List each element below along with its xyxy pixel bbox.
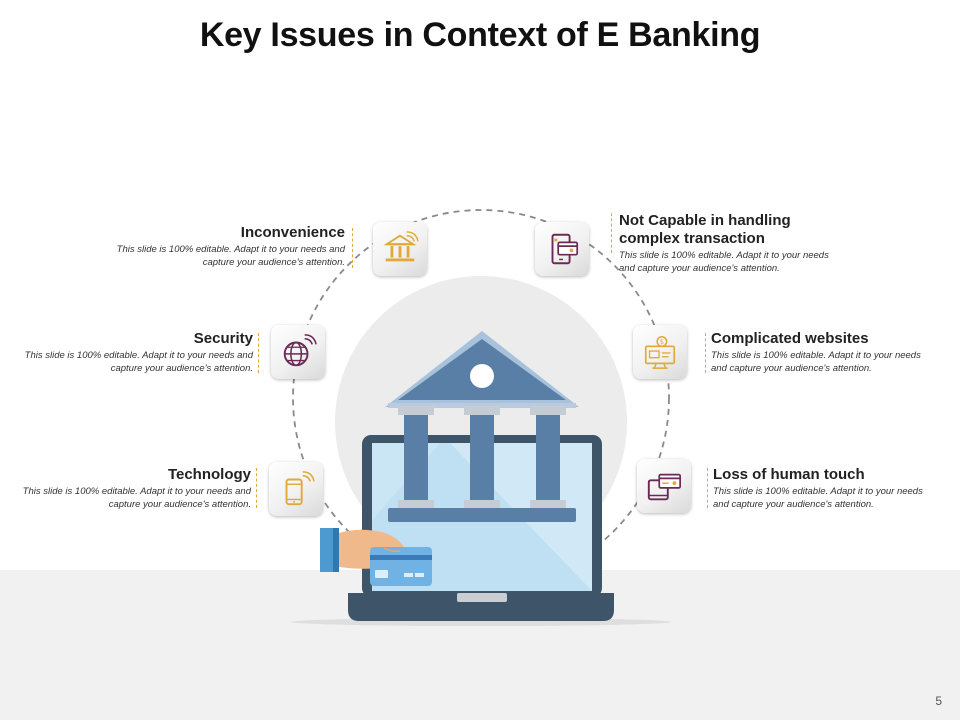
- item-description: This slide is 100% editable. Adapt it to…: [711, 350, 921, 374]
- item-description: This slide is 100% editable. Adapt it to…: [22, 486, 251, 510]
- tick-technology: [256, 468, 257, 508]
- item-description: This slide is 100% editable. Adapt it to…: [116, 244, 345, 268]
- tick-complicated-websites: [705, 333, 706, 373]
- item-human-touch: Loss of human touch This slide is 100% e…: [713, 466, 938, 511]
- item-heading: Loss of human touch: [713, 466, 865, 483]
- bank-base: [388, 508, 576, 522]
- page-number: 5: [935, 694, 942, 708]
- credit-card: [370, 547, 432, 586]
- bank-wifi-icon: [373, 222, 427, 276]
- item-description: This slide is 100% editable. Adapt it to…: [24, 350, 253, 374]
- item-heading: Complicated websites: [711, 330, 869, 347]
- slide-title: Key Issues in Context of E Banking: [199, 16, 761, 54]
- tick-inconvenience: [352, 228, 353, 268]
- item-heading: Technology: [167, 466, 251, 483]
- mobile-payment-icon: [535, 222, 589, 276]
- device-card-icon: [637, 459, 691, 513]
- tick-complex-transaction: [611, 213, 612, 253]
- smartphone-wifi-icon: [269, 462, 323, 516]
- svg-text:$: $: [660, 338, 664, 346]
- tick-security: [258, 333, 259, 373]
- item-heading: Inconvenience: [240, 224, 345, 241]
- item-inconvenience: Inconvenience This slide is 100% editabl…: [115, 224, 345, 269]
- laptop-base: [348, 593, 614, 621]
- item-heading: Not Capable in handling complex transact…: [619, 212, 791, 247]
- globe-wifi-icon: [271, 325, 325, 379]
- item-complex-transaction: Not Capable in handling complex transact…: [619, 212, 844, 275]
- online-payment-icon: $: [633, 325, 687, 379]
- item-complicated-websites: Complicated websites This slide is 100% …: [711, 330, 936, 375]
- item-description: This slide is 100% editable. Adapt it to…: [619, 250, 829, 274]
- tick-human-touch: [707, 468, 708, 508]
- dashed-ring: [292, 209, 670, 587]
- item-description: This slide is 100% editable. Adapt it to…: [713, 486, 923, 510]
- bank-roof-window: [470, 364, 494, 388]
- item-heading: Security: [193, 330, 253, 347]
- item-technology: Technology This slide is 100% editable. …: [21, 466, 251, 511]
- item-security: Security This slide is 100% editable. Ad…: [23, 330, 253, 375]
